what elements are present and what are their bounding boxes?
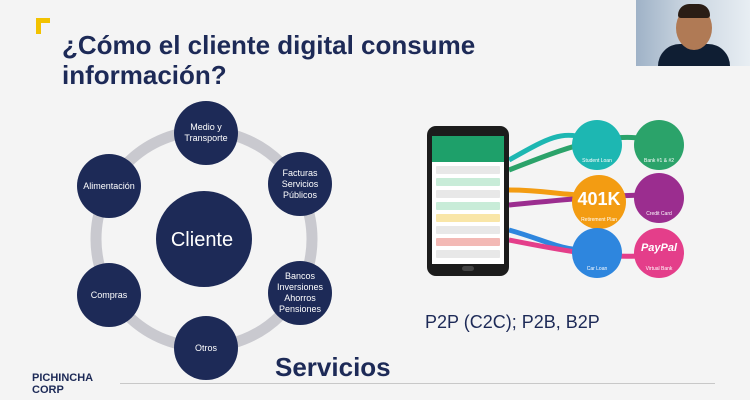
node-otros [174,316,238,380]
center-circle [156,191,252,287]
center-label: Cliente [170,229,234,251]
title-line-1: ¿Cómo el cliente digital consume [62,30,476,60]
bank-icon: Bank #1 & #2 [634,120,684,170]
servicios-heading: Servicios [275,352,391,382]
presenter-hair [678,4,710,18]
presenter-video-thumbnail[interactable] [636,0,750,66]
node-label-facturas: Facturas Servicios Públicos [281,167,319,200]
paypal-icon: PayPal Virtual Bank [634,228,684,278]
node-compras [77,263,141,327]
p2p-text: P2P (C2C); P2B, B2P [425,312,600,332]
node-label-bancos: Bancos Inversiones Ahorros Pensiones [276,271,324,314]
node-label-medio: Medio y Transporte [184,122,228,143]
node-label-alimentacion: Alimentación [83,180,135,191]
presenter-body [658,44,730,66]
node-medio-transporte [174,101,238,165]
car-loan-icon: Car Loan [572,228,622,278]
student-loan-icon: Student Loan [572,120,622,170]
footer-line [120,383,715,384]
node-label-compras: Compras [90,289,128,300]
title-accent [36,18,50,36]
node-alimentacion [77,154,141,218]
node-bancos [268,261,332,325]
slide-title: ¿Cómo el cliente digital consume informa… [62,30,475,90]
phone-illustration [427,126,509,276]
title-line-2: información? [62,60,227,90]
phone-screen [432,136,504,264]
credit-card-icon: Credit Card [634,173,684,223]
node-label-otros: Otros [194,342,217,353]
retirement-401k-icon: 401K Retirement Plan [572,175,626,229]
pichincha-logo: PICHINCHA CORP [32,372,94,396]
node-facturas [268,152,332,216]
